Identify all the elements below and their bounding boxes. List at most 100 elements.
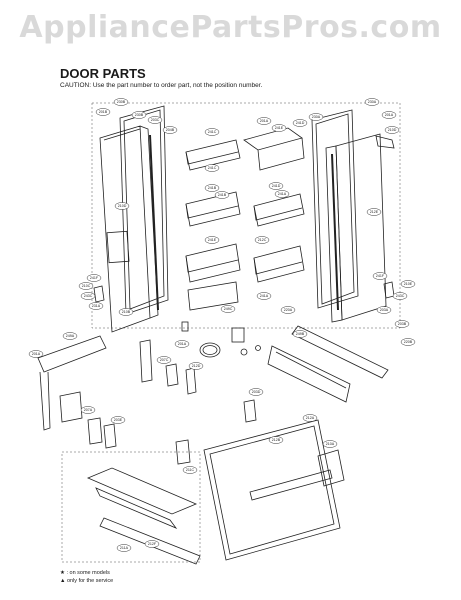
- callout-label: 230B: [117, 100, 126, 104]
- callout: 212A: [302, 414, 318, 422]
- callout-label: 204B: [166, 128, 175, 132]
- callout: 207A: [80, 406, 96, 414]
- callout-label: 201B: [99, 110, 108, 114]
- callout: 220A: [280, 306, 296, 314]
- callout-label: 210A: [326, 442, 335, 446]
- callout: 201A: [174, 340, 190, 348]
- callout: 241D: [292, 119, 308, 127]
- callout-label: 241B: [218, 193, 227, 197]
- callout-label: 220B: [404, 340, 413, 344]
- callout: 231A: [88, 302, 104, 310]
- callout-label: 212A: [306, 416, 315, 420]
- left-door-panel: [99, 125, 159, 333]
- callout: 241E: [204, 236, 220, 244]
- callout: 241F: [372, 272, 388, 280]
- drawer-frame: [86, 467, 201, 565]
- callout: 230A: [308, 113, 324, 121]
- callout-label: 210E: [404, 282, 413, 286]
- callout: 210B: [118, 308, 134, 316]
- callout-label: 241C: [208, 166, 217, 170]
- callout-label: 249B: [296, 332, 305, 336]
- callout: 241E: [271, 124, 287, 132]
- callout-label: 207A: [84, 408, 93, 412]
- callout: 203B: [394, 320, 410, 328]
- callout-label: 210D: [118, 204, 127, 208]
- callout: 207C: [156, 356, 172, 364]
- callout: 243C: [392, 292, 408, 300]
- door-bin-left-3: [185, 243, 241, 283]
- callout-label: 211C: [186, 468, 195, 472]
- callout-label: 212C: [258, 238, 267, 242]
- callout: 241C: [204, 128, 220, 136]
- callout-label: 230A: [368, 100, 377, 104]
- callout: 203E: [110, 416, 126, 424]
- callout: 212F: [144, 540, 160, 548]
- callout-label: 243C: [396, 294, 405, 298]
- callout: 201A: [256, 117, 272, 125]
- left-hinge-bracket: [37, 335, 153, 431]
- callout-label: 241D: [272, 184, 281, 188]
- left-door-gasket: [119, 105, 169, 315]
- callout-label: 230B: [135, 113, 144, 117]
- callout: 210A: [322, 440, 338, 448]
- upper-assembly-outline: [91, 102, 401, 329]
- callout: 201A: [28, 350, 44, 358]
- callout: 203D: [248, 388, 264, 396]
- callout: 249C: [220, 305, 236, 313]
- callout: 204B: [162, 126, 178, 134]
- callout-label: 203A: [380, 308, 389, 312]
- callout-label: 231A: [92, 304, 101, 308]
- callout-label: 241C: [208, 130, 217, 134]
- callout-label: 212F: [148, 542, 157, 546]
- callout: 241B: [204, 184, 220, 192]
- callout-label: 241A: [278, 192, 287, 196]
- callout: 212B: [268, 436, 284, 444]
- door-bin-right-2: [253, 245, 305, 283]
- callout: 212E: [366, 208, 382, 216]
- door-bin-right-1: [253, 193, 305, 227]
- callout: 211A: [116, 544, 132, 552]
- right-door-panel: [325, 133, 395, 323]
- callout-label: 241A: [260, 294, 269, 298]
- callout: 249B: [292, 330, 308, 338]
- freezer-drawer-front: [203, 419, 345, 561]
- callout: 241F: [86, 274, 102, 282]
- callout-label: 241B: [208, 186, 217, 190]
- callout-label: 249A: [66, 334, 75, 338]
- callout-label: 203D: [252, 390, 261, 394]
- callout-label: 212B: [272, 438, 281, 442]
- callout: 230B: [113, 98, 129, 106]
- callout: 203C: [147, 116, 163, 124]
- callout: 230A: [364, 98, 380, 106]
- callout: 243C: [80, 292, 96, 300]
- callout-label: 241F: [90, 276, 99, 280]
- callout: 203A: [376, 306, 392, 314]
- watermark: AppliancePartsPros.com: [19, 10, 442, 45]
- callout: 241C: [204, 164, 220, 172]
- callout: 241D: [268, 182, 284, 190]
- callout-label: 203C: [151, 118, 160, 122]
- callout-label: 201A: [32, 352, 41, 356]
- callout-label: 203E: [114, 418, 123, 422]
- callout-label: 241E: [208, 238, 217, 242]
- callout-label: 243C: [84, 294, 93, 298]
- callout: 210D: [384, 126, 400, 134]
- door-bin-left-1: [185, 139, 241, 171]
- footnote-service-only: ▲ only for the service: [60, 578, 114, 584]
- callout-label: 203B: [398, 322, 407, 326]
- footnote-some-models: ★ : on some models: [60, 570, 110, 576]
- callout: 212D: [188, 362, 204, 370]
- callout: 210D: [114, 202, 130, 210]
- callout-label: 201A: [385, 113, 394, 117]
- callout-label: 207C: [160, 358, 169, 362]
- callout: 212C: [254, 236, 270, 244]
- callout: 249A: [62, 332, 78, 340]
- callout-label: 241D: [296, 121, 305, 125]
- callout-label: 212E: [370, 210, 379, 214]
- callout-label: 210C: [82, 284, 91, 288]
- callout: 210E: [400, 280, 416, 288]
- caution-note: CAUTION: Use the part number to order pa…: [60, 82, 263, 89]
- callout-label: 220A: [284, 308, 293, 312]
